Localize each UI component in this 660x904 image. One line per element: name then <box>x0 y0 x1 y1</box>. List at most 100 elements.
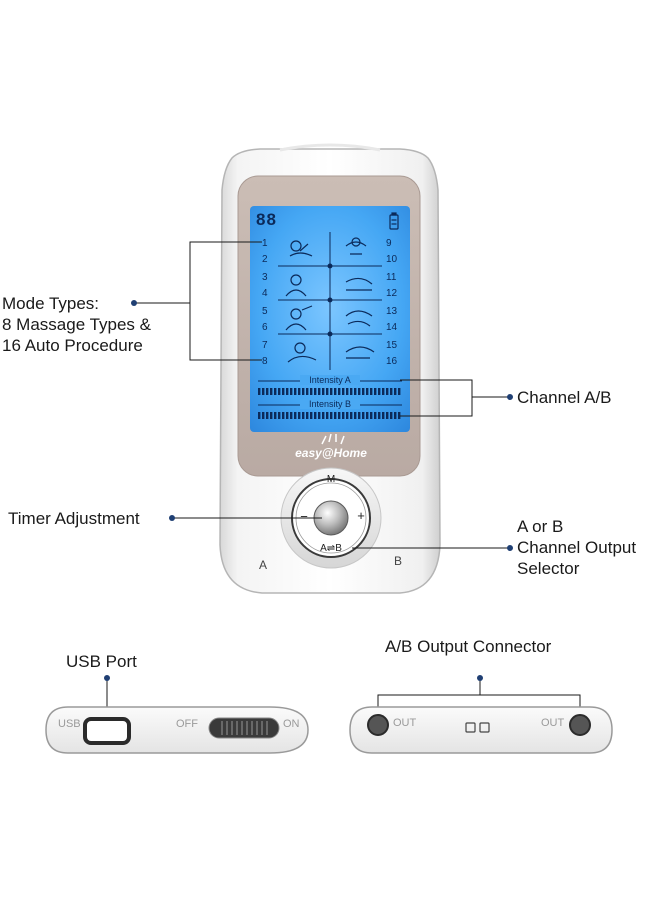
ab-selector-line3: Selector <box>517 559 580 578</box>
mode-types-line2: 8 Massage Types & <box>2 315 151 334</box>
intensity-segment <box>342 412 345 419</box>
intensity-segment <box>262 412 265 419</box>
intensity-segment <box>398 388 401 395</box>
ab-selector-line2: Channel Output <box>517 538 637 557</box>
intensity-segment <box>262 388 265 395</box>
intensity-segment <box>330 388 333 395</box>
intensity-segment <box>298 388 301 395</box>
intensity-segment <box>334 388 337 395</box>
intensity-segment <box>354 388 357 395</box>
intensity-segment <box>338 388 341 395</box>
usb-label: USB <box>58 718 81 730</box>
intensity-segment <box>314 388 317 395</box>
intensity-segment <box>266 388 269 395</box>
intensity-segment <box>386 412 389 419</box>
intensity-segment <box>390 412 393 419</box>
mode-types-line3: 16 Auto Procedure <box>2 336 143 355</box>
port-b-label: B <box>394 554 403 568</box>
intensity-segment <box>270 388 273 395</box>
intensity-segment <box>282 412 285 419</box>
intensity-segment <box>302 388 305 395</box>
off-label: OFF <box>176 718 198 730</box>
decrease-button[interactable]: − <box>300 509 308 524</box>
intensity-segment <box>278 412 281 419</box>
intensity-segment <box>382 412 385 419</box>
intensity-segment <box>334 412 337 419</box>
intensity-segment <box>370 412 373 419</box>
output-jack-a[interactable] <box>367 714 389 736</box>
intensity-segment <box>258 412 261 419</box>
intensity-segment <box>326 388 329 395</box>
figure-icon-5 <box>345 237 367 255</box>
intensity-segment <box>282 388 285 395</box>
callout-dots <box>104 300 513 681</box>
intensity-segment <box>378 412 381 419</box>
intensity-segment <box>310 388 313 395</box>
output-jack-b[interactable] <box>569 714 591 736</box>
channel-select-button[interactable]: A⇌B <box>320 543 342 554</box>
intensity-segment <box>370 388 373 395</box>
intensity-segment <box>350 412 353 419</box>
intensity-segment <box>342 388 345 395</box>
power-switch[interactable] <box>208 717 280 739</box>
intensity-segment <box>374 412 377 419</box>
intensity-b-segments <box>258 412 401 419</box>
usb-port-icon[interactable] <box>83 717 131 745</box>
mode-button[interactable]: M <box>326 474 336 485</box>
intensity-segment <box>274 412 277 419</box>
intensity-segment <box>338 412 341 419</box>
increase-button[interactable]: + <box>357 508 365 523</box>
brand-logo-mark <box>321 433 345 445</box>
intensity-segment <box>394 412 397 419</box>
intensity-segment <box>366 412 369 419</box>
intensity-segment <box>346 412 349 419</box>
intensity-segment <box>274 388 277 395</box>
intensity-segment <box>330 412 333 419</box>
intensity-segment <box>290 412 293 419</box>
intensity-segment <box>270 412 273 419</box>
port-a-label: A <box>259 558 268 572</box>
intensity-segment <box>294 412 297 419</box>
figure-icon-3 <box>285 305 313 331</box>
intensity-segment <box>306 412 309 419</box>
ab-output-connector-callout: A/B Output Connector <box>385 637 552 656</box>
intensity-segment <box>362 412 365 419</box>
figure-icon-8 <box>345 346 375 359</box>
lcd-mode-grid <box>278 232 382 370</box>
channel-ab-callout: Channel A/B <box>517 388 612 407</box>
figure-icon-4 <box>287 342 317 363</box>
intensity-a-segments <box>258 388 401 395</box>
mode-types-line1: Mode Types: <box>2 294 100 313</box>
out-right-label: OUT <box>541 717 565 729</box>
intensity-segment <box>374 388 377 395</box>
intensity-segment <box>366 388 369 395</box>
intensity-segment <box>382 388 385 395</box>
intensity-segment <box>394 388 397 395</box>
intensity-segment <box>358 412 361 419</box>
intensity-a-label: Intensity A <box>300 375 360 385</box>
intensity-b-label: Intensity B <box>300 399 360 409</box>
display-digits: 88 <box>256 210 277 229</box>
intensity-segment <box>398 412 401 419</box>
intensity-segment <box>326 412 329 419</box>
intensity-segment <box>278 388 281 395</box>
out-left-label: OUT <box>393 717 417 729</box>
intensity-segment <box>390 388 393 395</box>
intensity-segment <box>322 388 325 395</box>
intensity-segment <box>290 388 293 395</box>
intensity-segment <box>298 412 301 419</box>
intensity-segment <box>286 412 289 419</box>
intensity-segment <box>354 412 357 419</box>
indicator-squares <box>465 722 490 733</box>
intensity-segment <box>358 388 361 395</box>
intensity-segment <box>306 388 309 395</box>
intensity-segment <box>314 412 317 419</box>
figure-icon-1 <box>289 240 313 257</box>
figure-icon-6 <box>345 277 373 291</box>
intensity-segment <box>310 412 313 419</box>
intensity-segment <box>350 388 353 395</box>
massage-figure-icons <box>285 237 375 363</box>
brand-logo-text: easy@Home <box>295 446 367 460</box>
mode-types-callout: Mode Types: 8 Massage Types & 16 Auto Pr… <box>2 293 167 356</box>
